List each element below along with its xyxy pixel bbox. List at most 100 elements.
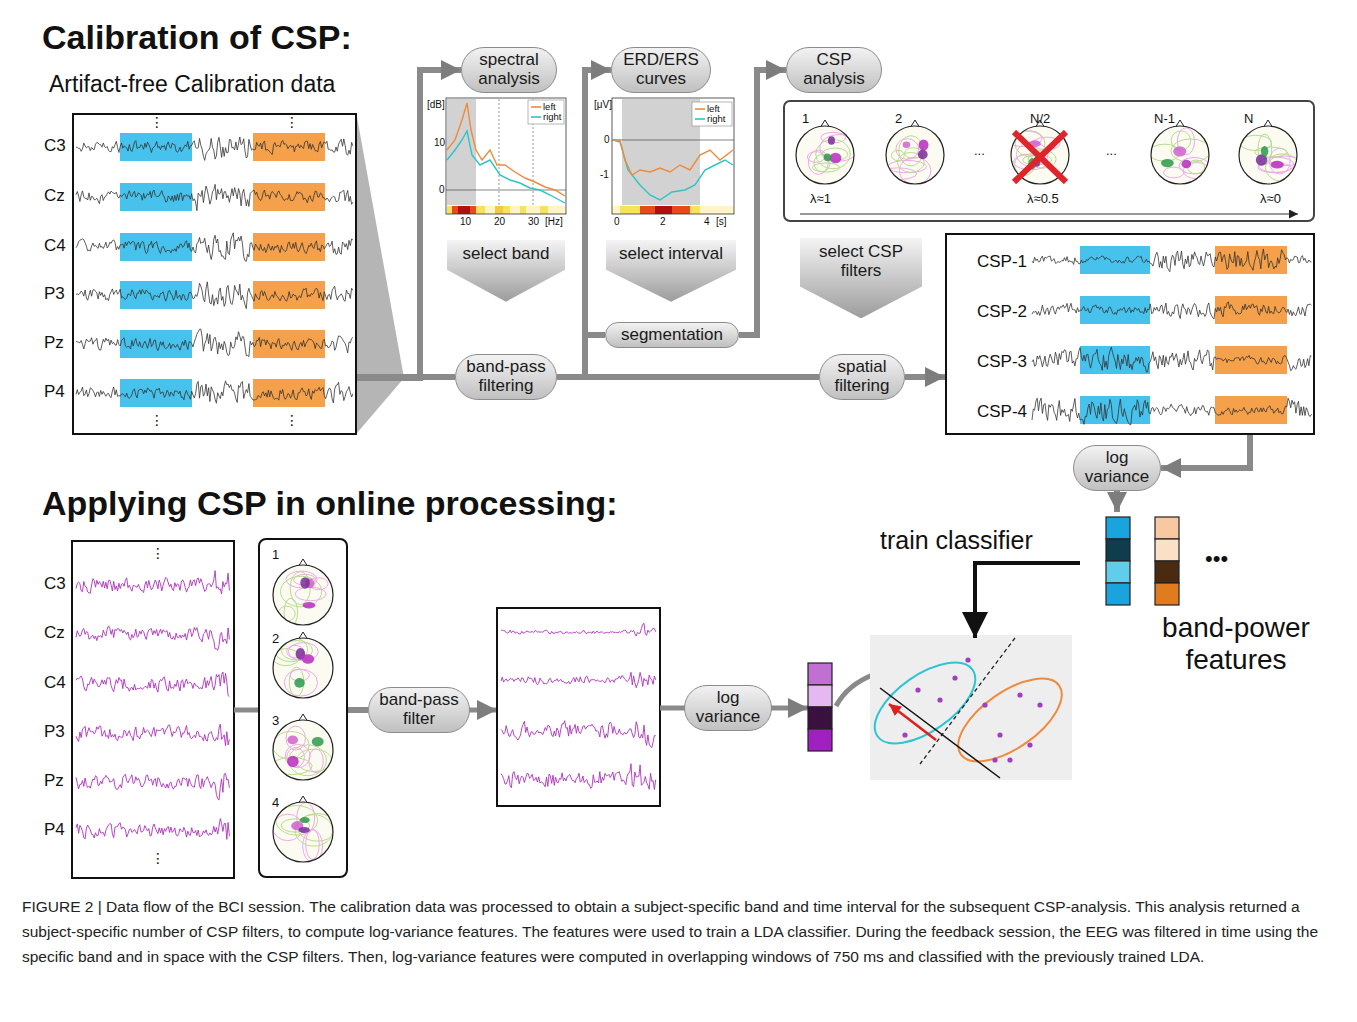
ellipsis-mark: ⋮ — [151, 850, 165, 866]
significance-bar — [503, 206, 510, 214]
topo-map — [273, 796, 337, 862]
axis-unit: [dB] — [427, 99, 445, 111]
legend-sample — [531, 114, 541, 120]
flow-connector — [557, 374, 819, 380]
channel-name: C4 — [44, 236, 66, 256]
contour-line — [1171, 139, 1211, 162]
box-label: N — [1244, 112, 1253, 127]
flow-connector — [557, 70, 611, 377]
arrow-body — [606, 240, 736, 302]
process-label: ERD/ERS curves — [619, 51, 703, 88]
activation-blob — [300, 817, 310, 823]
channel-name: Cz — [44, 623, 65, 643]
channel-name: P3 — [44, 722, 65, 742]
arrow-body — [800, 238, 922, 318]
drawing-g — [272, 637, 318, 696]
legend-item: left — [695, 104, 720, 114]
contour-line — [892, 150, 905, 160]
feature-vector — [1106, 561, 1130, 583]
head-outline — [273, 565, 333, 625]
legend-item: right — [531, 112, 561, 122]
channel-name: C4 — [44, 673, 66, 693]
significance-bar — [470, 206, 476, 214]
section-heading: Applying CSP in online processing: — [42, 484, 618, 523]
box-label: ... — [974, 144, 985, 159]
ellipsis-mark: ⋮ — [285, 412, 299, 428]
axis-tick: 0 — [439, 184, 445, 196]
legend-text: left — [707, 104, 720, 114]
process-pill: log variance — [1073, 445, 1161, 490]
activation-blob — [919, 140, 929, 151]
reject-cross — [1014, 132, 1066, 182]
plot-frame — [446, 98, 566, 214]
head-outline — [1151, 126, 1209, 184]
process-pill: spatial filtering — [819, 354, 905, 399]
feature-vector — [808, 729, 832, 751]
axis-unit: [μV] — [594, 99, 612, 111]
grid-line — [499, 99, 500, 205]
significance-bar — [620, 206, 640, 214]
channel-name: Pz — [44, 333, 64, 353]
activation-blob — [903, 141, 911, 148]
eeg-trace — [76, 329, 353, 357]
eeg-trace — [1032, 398, 1312, 425]
legend-text: right — [707, 114, 725, 124]
box-label: CSP-4 — [977, 402, 1027, 422]
projection-line — [880, 688, 1000, 778]
box-label: CSP-2 — [977, 302, 1027, 322]
box-label: 3 — [272, 714, 279, 729]
axis-tick: 30 — [528, 216, 539, 228]
significance-bar — [612, 206, 734, 214]
feature-vector — [1106, 517, 1130, 539]
topo-map — [1005, 120, 1069, 184]
axis-tick: 4 — [704, 216, 710, 228]
figure-caption: FIGURE 2 | Data flow of the BCI session.… — [22, 894, 1337, 969]
axis-tick: 10 — [434, 137, 445, 149]
process-pill: ERD/ERS curves — [611, 47, 711, 92]
flow-line — [234, 708, 258, 713]
feature-vector — [1155, 561, 1179, 583]
eeg-trace — [501, 764, 656, 790]
significance-bar — [655, 206, 672, 214]
process-pill: spectral analysis — [461, 47, 557, 92]
box-label: λ≈0.5 — [1027, 192, 1059, 207]
filtered-box — [497, 608, 660, 806]
axis-tick: 10 — [460, 216, 471, 228]
head-outline — [273, 802, 333, 862]
axis-tick: 0 — [614, 216, 620, 228]
class-window — [120, 183, 192, 211]
process-label: band-pass filtering — [463, 358, 549, 395]
channel-name: C3 — [44, 136, 66, 156]
activation-blob — [830, 153, 842, 163]
process-label: spectral analysis — [469, 51, 549, 88]
significance-bar — [495, 206, 503, 214]
head-outline — [1239, 126, 1297, 184]
process-label: spatial filtering — [827, 358, 897, 395]
box-label: ... — [1106, 144, 1117, 159]
eeg-trace — [76, 282, 353, 309]
spectrum-curve — [447, 131, 565, 203]
eeg-trace — [76, 137, 353, 160]
flow-connector — [1161, 435, 1250, 468]
flow-connector — [357, 70, 461, 378]
legend-box — [692, 102, 732, 126]
feature-vector — [1155, 517, 1179, 539]
legend-line — [531, 116, 541, 118]
activation-blob — [302, 654, 314, 664]
significance-bar — [672, 206, 690, 214]
box-label: λ≈0 — [1260, 192, 1281, 207]
significance-bar — [452, 206, 458, 214]
significance-bar — [540, 206, 548, 214]
class-ellipse — [945, 663, 1075, 778]
legend-sample — [531, 104, 541, 110]
channel-name: Pz — [44, 771, 64, 791]
activation-blob — [1261, 146, 1268, 157]
eeg-trace — [1032, 347, 1312, 372]
sample-dot — [992, 757, 997, 762]
head-fill — [796, 126, 854, 184]
drawing-g — [1240, 134, 1301, 181]
feature-vector — [808, 707, 832, 729]
zero-line — [612, 140, 734, 141]
flow-connector — [348, 707, 368, 713]
